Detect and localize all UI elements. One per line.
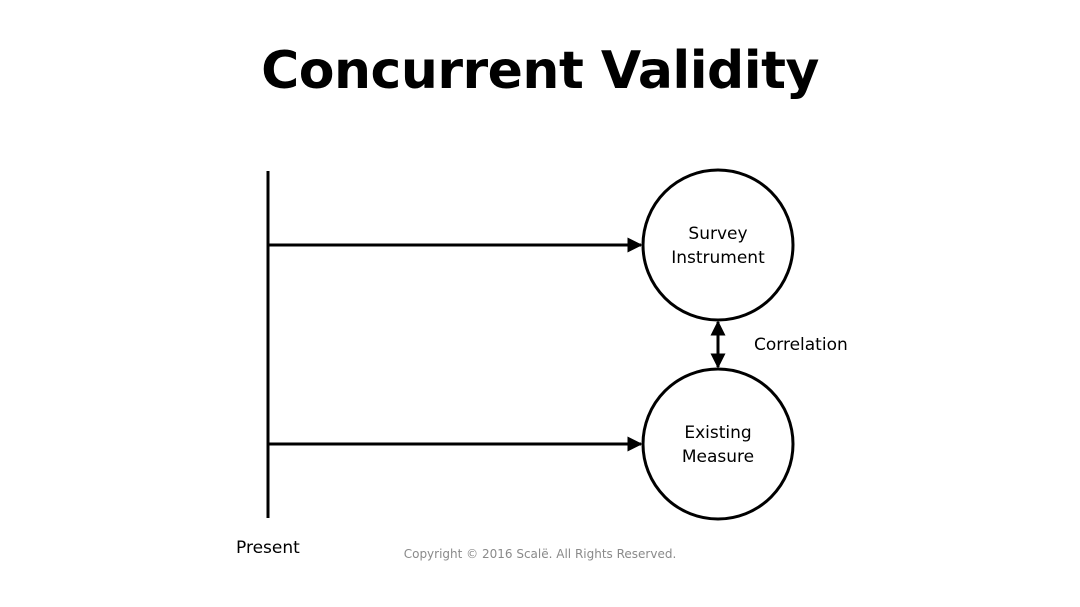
present-label: Present <box>236 538 300 558</box>
survey-instrument-label-line-2: Instrument <box>671 248 765 268</box>
existing-measure-label-line-2: Measure <box>682 447 754 467</box>
survey-instrument-node: Survey Instrument <box>641 168 795 322</box>
existing-measure-node: Existing Measure <box>641 367 795 521</box>
survey-instrument-label-line-1: Survey <box>688 224 747 244</box>
existing-measure-label-line-1: Existing <box>684 423 751 443</box>
existing-measure-circle <box>641 367 795 521</box>
copyright-notice: Copyright © 2016 Scalë. All Rights Reser… <box>403 547 677 561</box>
correlation-label: Correlation <box>754 335 848 355</box>
survey-instrument-circle <box>641 168 795 322</box>
slide-title: Concurrent Validity <box>261 41 819 101</box>
